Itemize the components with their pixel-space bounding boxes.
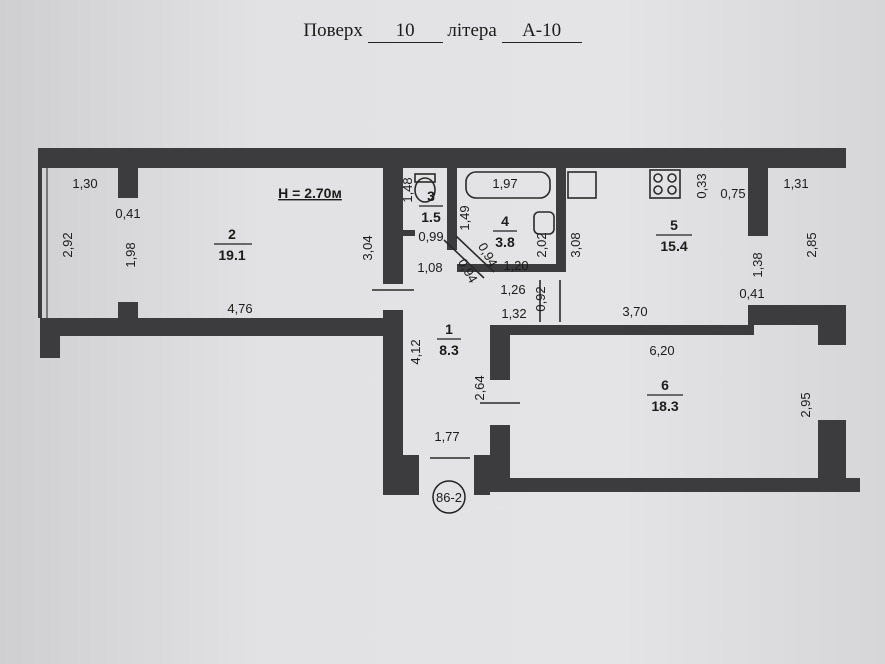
dim-label: 1,31 <box>783 176 808 191</box>
page-header: Поверх 10 літера А-10 <box>0 20 885 43</box>
bathtub-icon <box>465 171 551 199</box>
dim-label: 1,77 <box>434 429 459 444</box>
dim-label: 1,38 <box>750 252 765 277</box>
room-6-area: 18.3 <box>651 398 678 414</box>
dim-label: 1,26 <box>500 282 525 297</box>
dim-label: 0,41 <box>115 206 140 221</box>
fixtures <box>372 169 681 459</box>
dim-label: 2,92 <box>60 232 75 257</box>
letter-label: літера <box>447 20 497 41</box>
dim-label: 2,85 <box>804 232 819 257</box>
dim-label: 1,98 <box>123 242 138 267</box>
dim-label: 1,97 <box>492 176 517 191</box>
room-3-number: 3 <box>427 188 435 204</box>
room-6-number: 6 <box>661 377 669 393</box>
dim-label: 1,20 <box>503 258 528 273</box>
room-5-number: 5 <box>670 217 678 233</box>
dim-label: 4,76 <box>227 301 252 316</box>
ceiling-height: H = 2.70м <box>278 185 342 201</box>
dim-label: 0,99 <box>418 229 443 244</box>
room-2-area: 19.1 <box>218 247 245 263</box>
room-1-area: 8.3 <box>439 342 459 358</box>
dim-label: 3,70 <box>622 304 647 319</box>
dim-label: 0,75 <box>720 186 745 201</box>
room-3-area: 1.5 <box>421 209 441 225</box>
dim-label: 3,04 <box>360 235 375 260</box>
entrance-marker: 86-2 <box>432 480 466 514</box>
dimension-labels: 1,30 0,41 2,92 1,98 4,76 3,04 1,48 0,99 … <box>60 173 819 444</box>
room-5-area: 15.4 <box>660 238 687 254</box>
dim-label: 2,95 <box>798 392 813 417</box>
room-4-number: 4 <box>501 213 509 229</box>
dim-label: 3,08 <box>568 232 583 257</box>
dim-label: 0,41 <box>739 286 764 301</box>
dim-label: 2,02 <box>534 232 549 257</box>
dim-label: 1,08 <box>417 260 442 275</box>
room-4-area: 3.8 <box>495 234 515 250</box>
entrance-tag: 86-2 <box>436 490 462 505</box>
room-1-number: 1 <box>445 321 453 337</box>
dim-label: 2,64 <box>472 375 487 400</box>
floor-label: Поверх <box>303 20 363 41</box>
stove-icon <box>649 169 681 199</box>
room-2-number: 2 <box>228 226 236 242</box>
kitchen-sink-icon <box>567 171 597 199</box>
toilet-icon <box>414 177 436 203</box>
dim-label: 1,49 <box>457 205 472 230</box>
dim-label: 0,33 <box>694 173 709 198</box>
walls <box>38 148 860 495</box>
dim-label: 0,92 <box>533 286 548 311</box>
dim-label: 1,32 <box>501 306 526 321</box>
dim-label: 6,20 <box>649 343 674 358</box>
letter-value: А-10 <box>501 20 582 43</box>
room-labels: H = 2.70м 2 19.1 3 1.5 4 3.8 5 15.4 1 8.… <box>214 185 692 414</box>
dim-label: 4,12 <box>408 339 423 364</box>
dim-label: 1,30 <box>72 176 97 191</box>
floor-value: 10 <box>367 20 443 43</box>
sink-icon <box>533 211 555 235</box>
dim-label: 1,48 <box>400 177 415 202</box>
